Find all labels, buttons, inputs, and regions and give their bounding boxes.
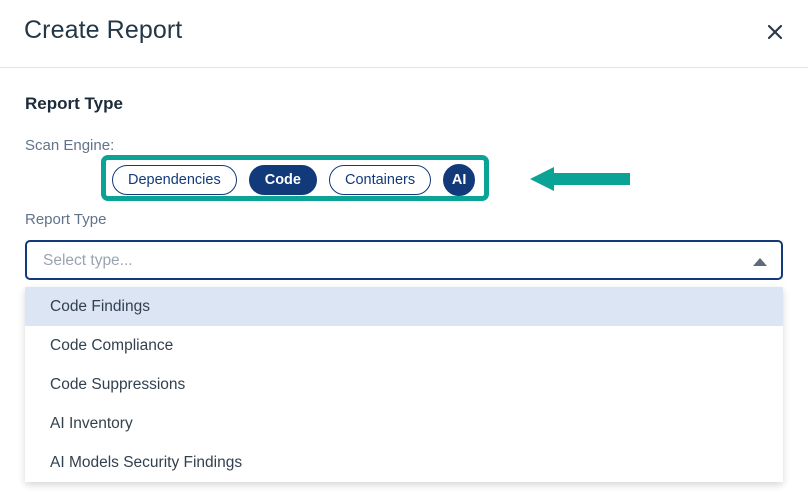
chip-dependencies[interactable]: Dependencies: [112, 165, 237, 195]
report-type-select[interactable]: Select type...: [25, 240, 783, 280]
chip-containers[interactable]: Containers: [328, 165, 432, 195]
option-ai-models-security-findings[interactable]: AI Models Security Findings: [25, 443, 783, 482]
option-code-compliance[interactable]: Code Compliance: [25, 326, 783, 365]
chip-ai[interactable]: AI: [443, 164, 476, 196]
option-code-findings[interactable]: Code Findings: [25, 287, 783, 326]
modal-body: Report Type Scan Engine: Dependencies Co…: [0, 68, 808, 494]
option-ai-inventory[interactable]: AI Inventory: [25, 404, 783, 443]
option-code-suppressions[interactable]: Code Suppressions: [25, 365, 783, 404]
chip-code[interactable]: Code: [248, 165, 317, 195]
report-type-select-placeholder: Select type...: [43, 252, 133, 269]
scan-engine-chip-group: Dependencies Code Containers AI: [112, 163, 476, 197]
report-type-field-label: Report Type: [25, 211, 107, 228]
report-type-option-list: Code Findings Code Compliance Code Suppr…: [25, 287, 783, 482]
close-icon: [765, 22, 785, 42]
report-type-section-heading: Report Type: [25, 94, 123, 113]
caret-up-icon[interactable]: [753, 258, 767, 266]
close-button[interactable]: [760, 17, 790, 47]
modal-header: Create Report: [0, 0, 808, 68]
page-title: Create Report: [24, 16, 183, 44]
scan-engine-label: Scan Engine:: [25, 137, 115, 154]
annotation-arrow-icon: [492, 164, 632, 194]
